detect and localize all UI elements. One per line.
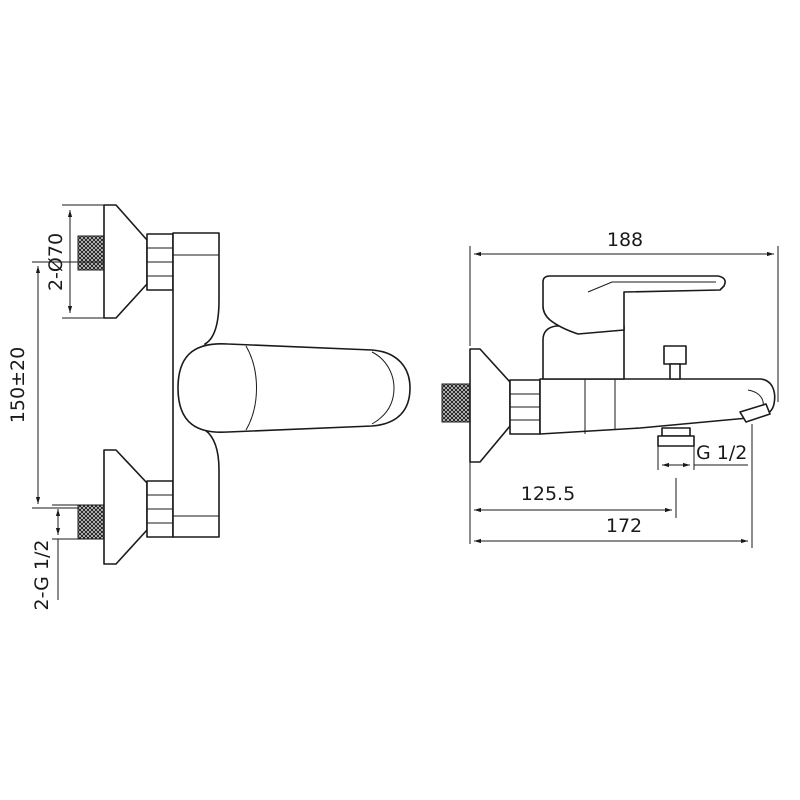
top-hex-nut <box>146 233 174 291</box>
top-inlet-thread <box>77 235 105 271</box>
bottom-flange <box>103 449 148 565</box>
spout-nozzle <box>739 403 771 423</box>
front-view: 2-Ø70 150±20 2-G 1/2 <box>7 204 411 611</box>
overall-depth-label: 188 <box>607 229 643 251</box>
spout-body <box>539 378 776 435</box>
outlet-thread-label: G 1/2 <box>696 442 747 464</box>
side-inlet-thread <box>441 383 471 423</box>
outlet-offset-label: 125.5 <box>521 483 575 505</box>
bottom-inlet-thread <box>77 504 105 540</box>
inlet-thread-label: 2-G 1/2 <box>31 540 53 611</box>
bottom-hex-nut <box>146 480 174 538</box>
diverter-knob <box>663 345 687 380</box>
spout-depth-label: 172 <box>606 515 642 537</box>
inlet-spacing-label: 150±20 <box>7 347 29 423</box>
side-view: 188 G 1/2 125.5 172 <box>441 229 779 548</box>
side-lever <box>542 275 726 335</box>
side-flange <box>469 348 511 463</box>
lever-handle <box>177 342 411 434</box>
outlet-connector <box>657 427 695 447</box>
top-flange <box>103 204 148 319</box>
side-hex-nut <box>509 379 541 435</box>
